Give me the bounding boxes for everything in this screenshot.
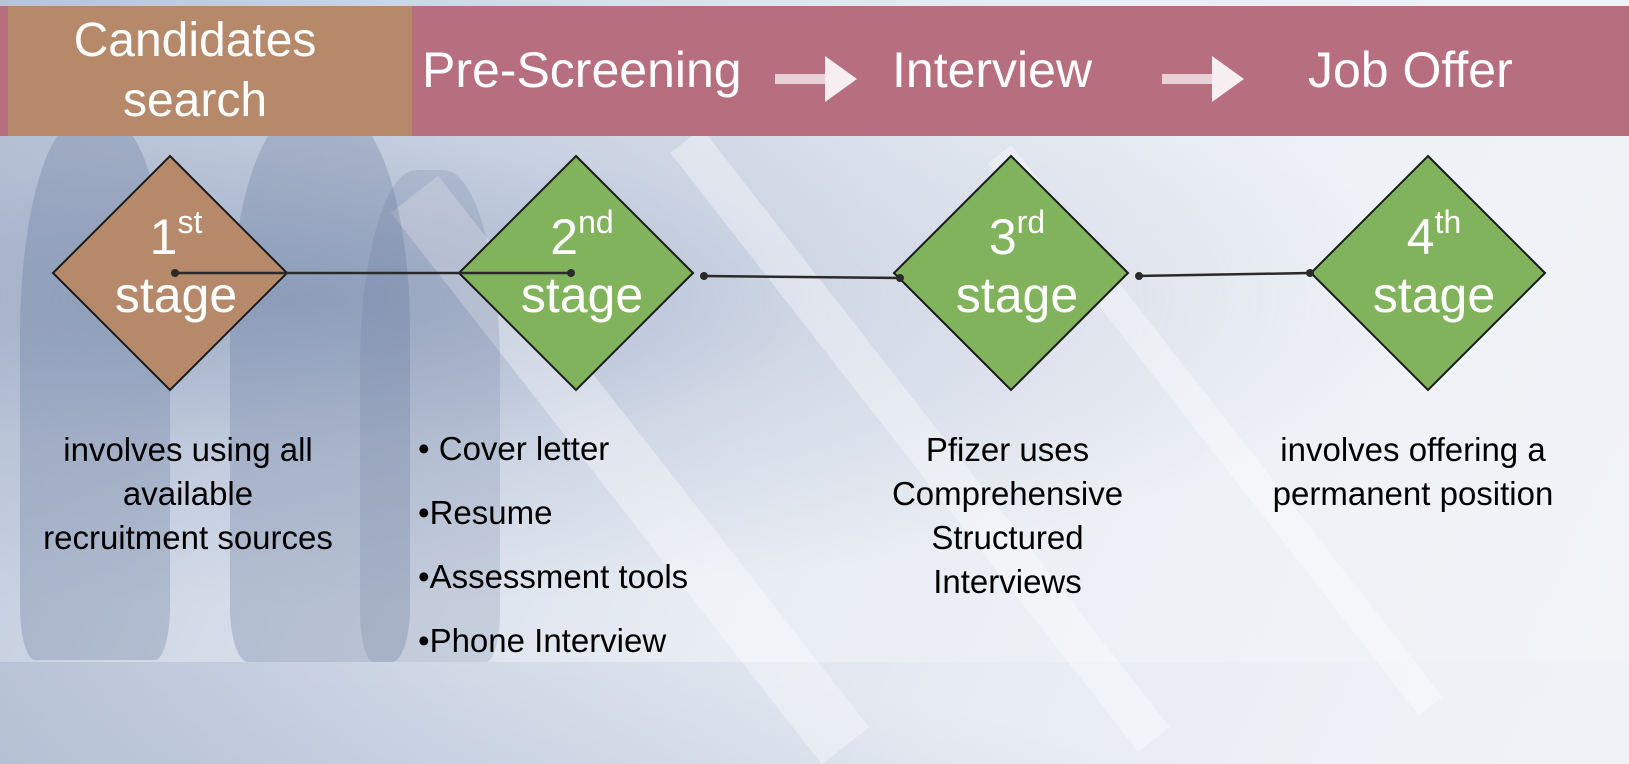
connector-dot	[567, 269, 575, 277]
stage-4-description: involves offering a permanent position	[1272, 431, 1554, 512]
connector-line	[703, 274, 901, 280]
stage-ordinal-suffix: nd	[578, 204, 614, 240]
list-item: •Assessment tools	[418, 558, 689, 595]
list-item: •Resume	[418, 494, 553, 531]
stage-number: 2	[550, 209, 579, 265]
stage-number: 4	[1406, 209, 1435, 265]
stage-ordinal-suffix: st	[177, 204, 203, 240]
stage-1-description: involves using all available recruitment…	[43, 431, 333, 556]
stage-2-label: 2nd stage	[472, 206, 692, 324]
connector-dot	[896, 274, 904, 282]
stage-1-label: 1st stage	[66, 206, 286, 324]
header-step-job-offer: Job Offer	[1308, 42, 1513, 98]
stage-4-diamond	[1309, 154, 1547, 392]
header-step-pre-screening: Pre-Screening	[422, 42, 742, 98]
background-figure	[360, 170, 500, 662]
list-item: • Cover letter	[418, 430, 610, 467]
connector-dot	[1306, 269, 1314, 277]
stage-word: stage	[520, 267, 644, 323]
stage-1-diamond	[51, 154, 289, 392]
stage-3-label: 3rd stage	[907, 206, 1127, 324]
stage-word: stage	[1372, 267, 1496, 323]
stage-number: 1	[149, 209, 178, 265]
right-arrow-icon	[775, 56, 857, 102]
stage-ordinal-suffix: th	[1434, 204, 1462, 240]
connector-dot	[171, 269, 179, 277]
stage-ordinal-suffix: rd	[1016, 204, 1046, 240]
background-figure	[230, 110, 410, 662]
connector-line	[1138, 271, 1311, 278]
header-step-candidates-search: Candidates search	[8, 6, 412, 136]
list-item: •Phone Interview	[418, 622, 667, 659]
stage-number: 3	[988, 209, 1017, 265]
stage-word: stage	[114, 267, 238, 323]
right-arrow-icon	[1162, 56, 1244, 102]
stage-word: stage	[955, 267, 1079, 323]
stage-2-checklist: • Cover letter •Resume •Assessment tools…	[418, 428, 688, 684]
stage-3-diamond	[892, 154, 1130, 392]
connector-dot	[700, 272, 708, 280]
stage-4-label: 4th stage	[1324, 206, 1544, 324]
connector-dot	[1135, 272, 1143, 280]
stage-flow-diagram	[51, 154, 1547, 392]
stage-3-description: Pfizer uses Comprehensive Structured Int…	[891, 431, 1124, 600]
stage-2-diamond	[457, 154, 695, 392]
header-step-interview: Interview	[892, 42, 1093, 98]
